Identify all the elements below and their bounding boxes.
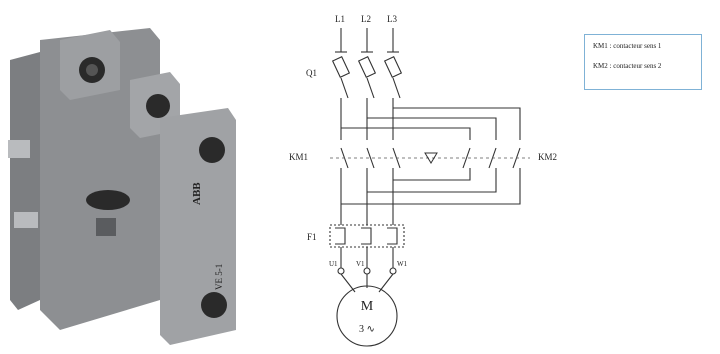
lead-u1 [340, 273, 356, 293]
label-q1: Q1 [306, 68, 317, 78]
motor-letter: M [361, 299, 374, 314]
legend-box: KM1 : contacteur sens 1 KM2 : contacteur… [584, 34, 702, 90]
km2-return-1 [393, 168, 471, 181]
km2-contact-1 [462, 147, 471, 169]
label-km1: KM1 [289, 152, 308, 162]
branch-l2-to-km2 [367, 117, 497, 140]
side-clip-lower [14, 212, 38, 228]
legend-km2: KM2 : contacteur sens 2 [593, 62, 662, 70]
motor-symbol [336, 285, 398, 347]
f1-element-1 [335, 227, 346, 245]
block-left-side [10, 52, 40, 310]
product-code: VE 5-1 [214, 264, 224, 290]
terminal-v1 [363, 267, 371, 275]
motor-type: 3 ∿ [359, 324, 375, 335]
label-u1: U1 [329, 260, 338, 268]
label-w1: W1 [397, 260, 408, 268]
operating-lever [86, 190, 130, 210]
branch-l3-to-km2 [341, 127, 471, 140]
q1-switch-3 [392, 77, 401, 99]
km2-return-3 [341, 168, 521, 205]
q1-switch-1 [340, 77, 349, 99]
q1-fuse-1 [331, 55, 351, 79]
legend-km1: KM1 : contacteur sens 1 [593, 42, 662, 50]
front-terminal-screw-bottom [201, 292, 227, 318]
contactor-block-photo: ABB VE 5-1 [8, 28, 236, 345]
interlock-triangle-icon [424, 152, 438, 164]
top-terminal-screw-slot [86, 64, 98, 76]
q1-fuse-2 [357, 55, 377, 79]
km2-return-2 [367, 168, 497, 193]
km1-contact-2 [366, 147, 375, 169]
terminal-w1 [389, 267, 397, 275]
label-l1: L1 [335, 14, 345, 24]
block-front-face [160, 108, 236, 345]
label-f1: F1 [307, 232, 317, 242]
label-v1: V1 [356, 260, 365, 268]
terminal-u1 [337, 267, 345, 275]
side-clip-upper [8, 140, 30, 158]
q1-switch-2 [366, 77, 375, 99]
lever-slot [96, 218, 116, 236]
front-terminal-screw-top [199, 137, 225, 163]
branch-l1-to-km2 [393, 107, 521, 140]
q1-fuse-3 [383, 55, 403, 79]
f1-element-2 [361, 227, 372, 245]
label-l2: L2 [361, 14, 371, 24]
f1-element-3 [387, 227, 398, 245]
brand-logo: ABB [191, 182, 203, 205]
upper-right-terminal-screw [146, 94, 170, 118]
label-l3: L3 [387, 14, 397, 24]
lead-w1 [378, 273, 394, 293]
label-km2: KM2 [538, 152, 557, 162]
